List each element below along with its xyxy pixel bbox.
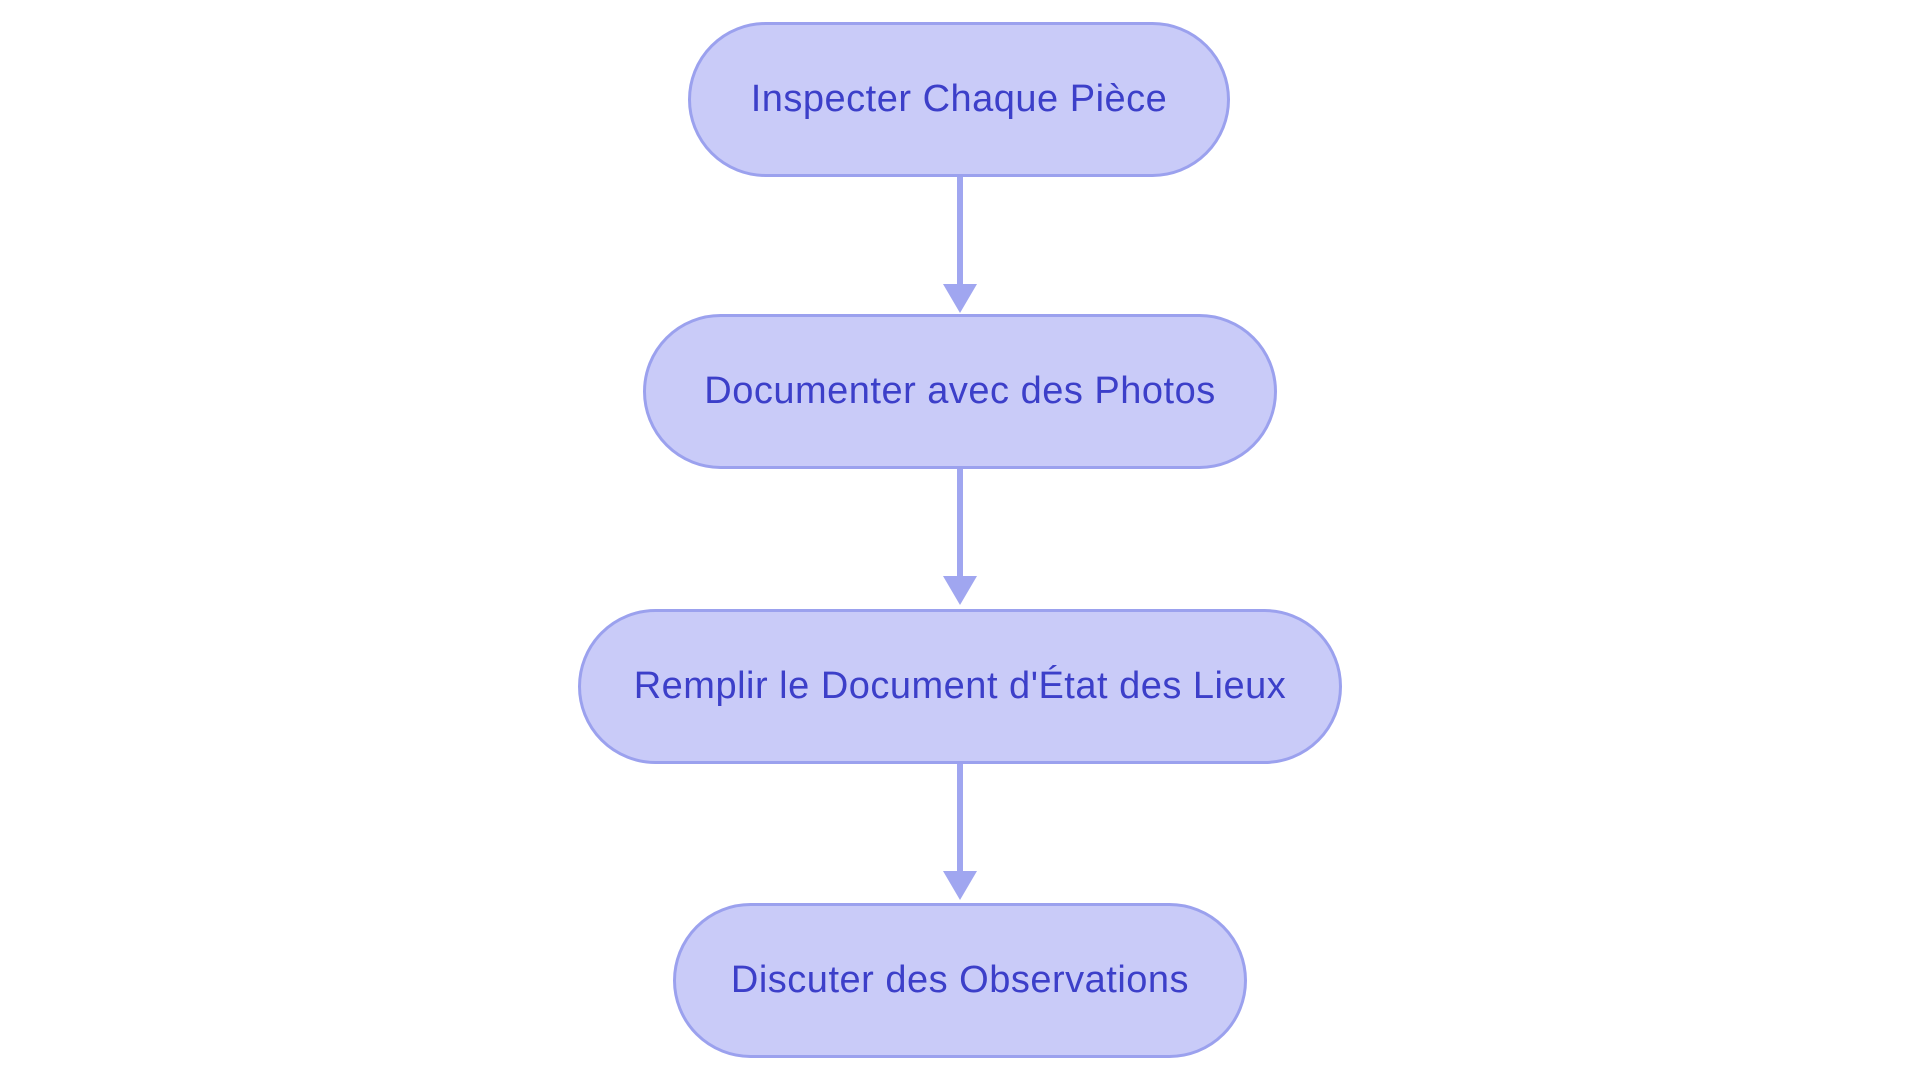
arrow-down-icon [943,871,977,900]
arrow-stem-3-4 [957,764,963,872]
arrow-down-icon [943,576,977,605]
flow-node-documenter-avec-photos: Documenter avec des Photos [643,314,1277,469]
arrow-stem-1-2 [957,177,963,285]
flow-node-remplir-document-etat-des-lieux: Remplir le Document d'État des Lieux [578,609,1342,764]
node-label: Inspecter Chaque Pièce [750,77,1168,120]
node-label: Remplir le Document d'État des Lieux [633,664,1287,707]
flow-node-inspecter-chaque-piece: Inspecter Chaque Pièce [688,22,1230,177]
flow-node-discuter-des-observations: Discuter des Observations [673,903,1247,1058]
node-label: Documenter avec des Photos [704,369,1216,412]
node-label: Discuter des Observations [730,958,1190,1001]
arrow-down-icon [943,284,977,313]
arrow-stem-2-3 [957,469,963,577]
